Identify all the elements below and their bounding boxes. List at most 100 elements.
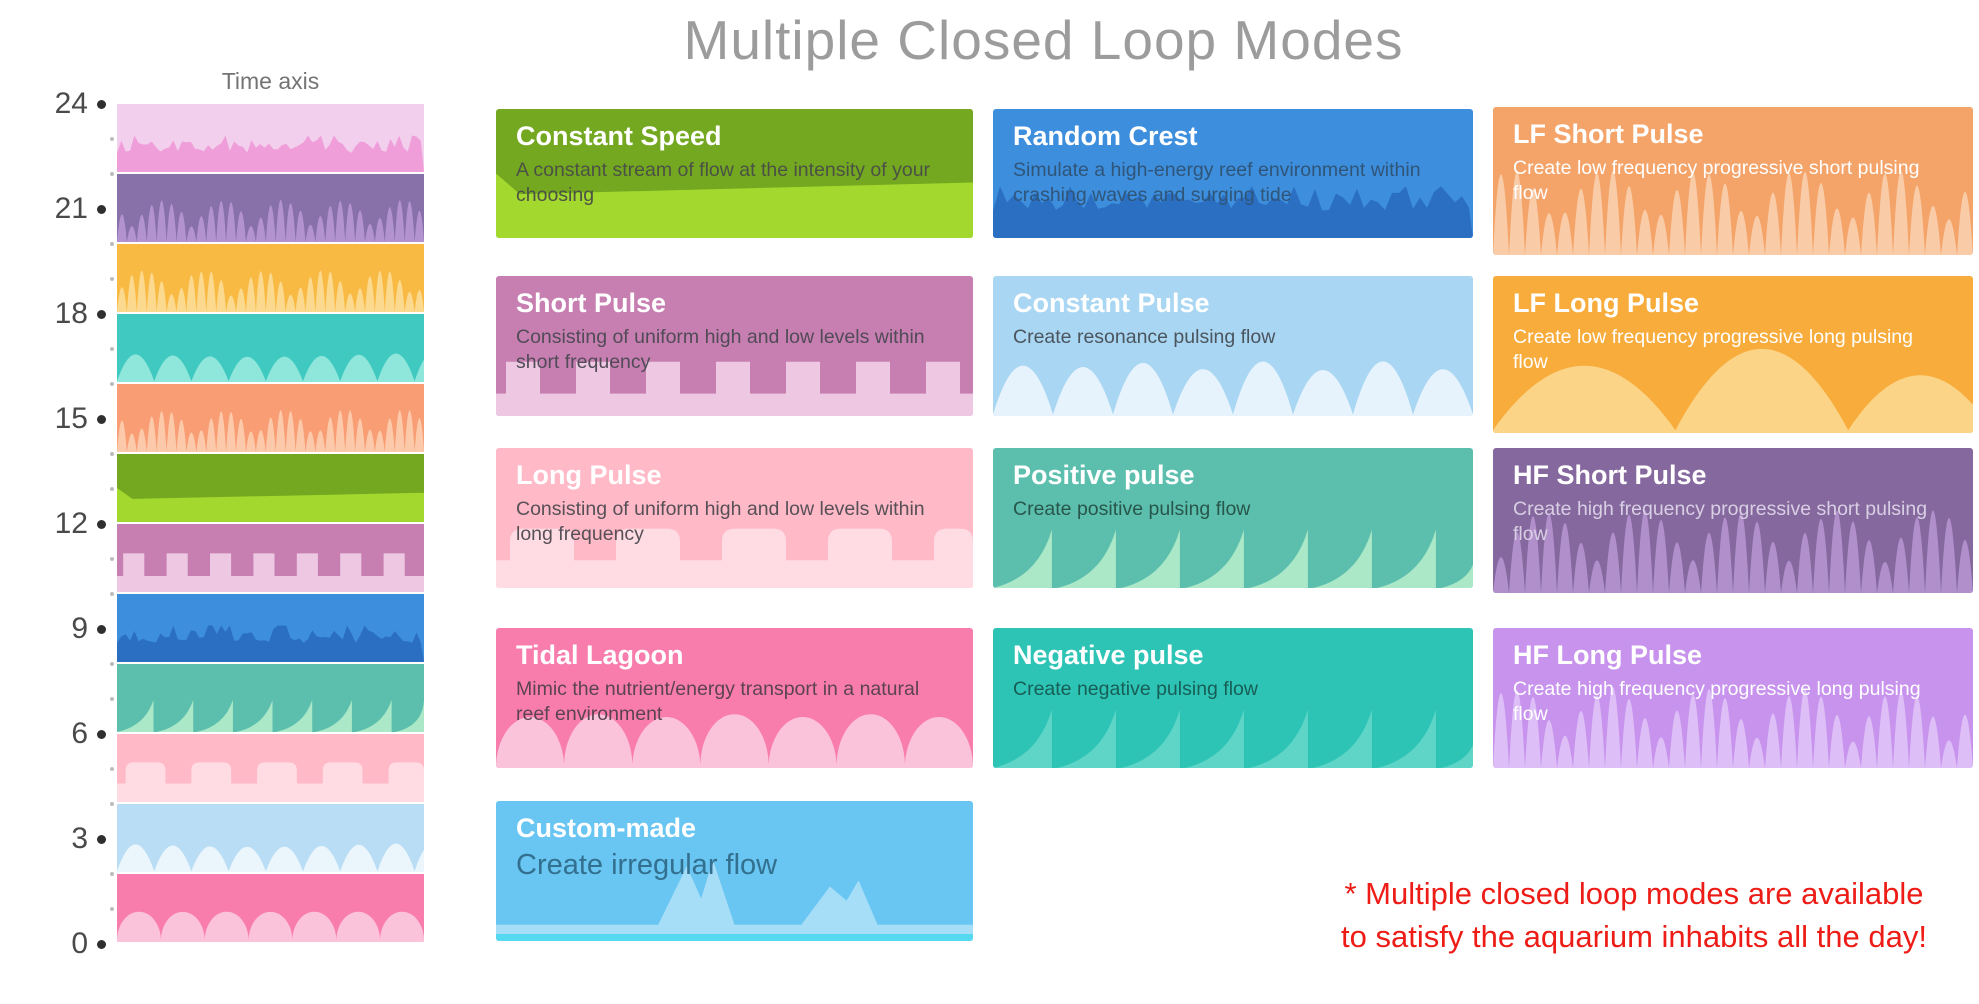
time-tick-label: 21 — [54, 192, 88, 225]
mode-card-title: Negative pulse — [1013, 640, 1204, 670]
mode-card-title: Random Crest — [1013, 121, 1198, 151]
timeline-strip-8 — [117, 594, 424, 662]
mode-card-desc: Create resonance pulsing flow — [1013, 326, 1276, 348]
time-tick: 15 — [24, 401, 106, 437]
timeline-strip-waveform — [117, 700, 424, 732]
mode-card-desc: Create low frequency progressive long pu… — [1513, 326, 1913, 373]
time-tick: 18 — [24, 296, 106, 332]
short-pulse-waveform — [496, 361, 973, 416]
negative-pulse-waveform — [993, 709, 1473, 768]
mode-card-desc: Mimic the nutrient/energy transport in a… — [516, 678, 920, 725]
timeline-strip-7 — [117, 524, 424, 592]
time-tick-dot — [97, 414, 106, 424]
custom-accent-strip — [496, 934, 973, 941]
time-tick-label: 9 — [71, 612, 88, 645]
footnote-line-1: * Multiple closed loop modes are availab… — [1344, 876, 1924, 911]
mode-card-title: LF Long Pulse — [1513, 288, 1699, 318]
time-tick-label: 18 — [54, 297, 88, 330]
time-tick-minor-dot — [110, 697, 114, 701]
time-tick-minor-dot — [110, 347, 114, 351]
mode-card-title: Positive pulse — [1013, 460, 1195, 490]
mode-card-desc: Create positive pulsing flow — [1013, 498, 1251, 520]
time-tick-minor-dot — [110, 382, 114, 386]
time-tick-dot — [97, 834, 106, 844]
time-tick-minor-dot — [110, 872, 114, 876]
timeline-strip-1 — [117, 104, 424, 172]
mode-card-title: Constant Speed — [516, 121, 722, 151]
timeline-strips — [117, 104, 424, 944]
timeline-strip-waveform — [117, 410, 424, 452]
time-tick-minor-dot — [110, 802, 114, 806]
timeline-strip-12 — [117, 874, 424, 942]
time-tick-dot — [97, 729, 106, 739]
constant-pulse-waveform — [993, 361, 1473, 416]
footnote-line-2: to satisfy the aquarium inhabits all the… — [1341, 919, 1927, 955]
time-tick-minor-dot — [110, 907, 114, 911]
time-tick: 21 — [24, 191, 106, 227]
mode-card-desc: Create negative pulsing flow — [1013, 678, 1258, 700]
timeline-strip-6 — [117, 454, 424, 522]
time-tick: 6 — [24, 716, 106, 752]
hf-short-pulse-waveform — [1493, 509, 1973, 593]
mode-card-desc: Create low frequency progressive short p… — [1513, 157, 1920, 204]
time-tick-dot — [97, 624, 106, 634]
time-tick-label: 24 — [54, 87, 88, 120]
mode-card-title: Short Pulse — [516, 288, 667, 318]
mode-card-desc: Consisting of uniform high and low level… — [516, 326, 925, 373]
timeline-strip-2 — [117, 174, 424, 242]
timeline-strip-waveform — [117, 843, 424, 872]
time-tick-minor-dot — [110, 767, 114, 771]
time-tick-minor-dot — [110, 487, 114, 491]
custom-made-waveform — [496, 860, 973, 941]
random-crest-waveform — [993, 186, 1473, 238]
timeline-strip-4 — [117, 314, 424, 382]
mode-card-title: HF Short Pulse — [1513, 460, 1707, 490]
lf-short-pulse-waveform — [1493, 170, 1973, 255]
mode-card-desc: Create high frequency progressive long p… — [1513, 678, 1921, 725]
timeline-strip-waveform — [117, 270, 424, 312]
time-tick-minor-dot — [110, 242, 114, 246]
footnote: * Multiple closed loop modes are availab… — [1284, 872, 1979, 959]
time-tick-label: 0 — [71, 927, 88, 960]
time-tick: 0 — [24, 926, 106, 962]
page-title: Multiple Closed Loop Modes — [683, 9, 1404, 71]
timeline-strip-waveform — [117, 199, 424, 242]
timeline-strip-waveform — [117, 553, 424, 592]
time-tick-minor-dot — [110, 452, 114, 456]
timeline-strip-10 — [117, 734, 424, 802]
mode-card-title: Long Pulse — [516, 460, 662, 490]
mode-card-title: Tidal Lagoon — [516, 640, 684, 670]
time-tick-dot — [97, 309, 106, 319]
mode-card-title: Constant Pulse — [1013, 288, 1210, 318]
time-tick-minor-dot — [110, 592, 114, 596]
timeline-strip-3 — [117, 244, 424, 312]
constant-speed-waveform — [496, 173, 973, 238]
timeline-strip-waveform — [117, 625, 424, 662]
time-tick-minor-dot — [110, 557, 114, 561]
time-axis-label: Time axis — [221, 68, 320, 94]
mode-card-desc: Consisting of uniform high and low level… — [516, 498, 925, 545]
time-tick-dot — [97, 204, 106, 214]
time-tick-dot — [97, 519, 106, 529]
timeline-strip-waveform — [117, 353, 424, 382]
timeline-strip-waveform — [117, 488, 424, 522]
timeline-strip-waveform — [117, 762, 424, 802]
time-tick: 9 — [24, 611, 106, 647]
timeline-strip-waveform — [117, 135, 424, 172]
mode-card-title: LF Short Pulse — [1513, 119, 1704, 149]
mode-card-desc: Simulate a high-energy reef environment … — [1013, 159, 1421, 206]
